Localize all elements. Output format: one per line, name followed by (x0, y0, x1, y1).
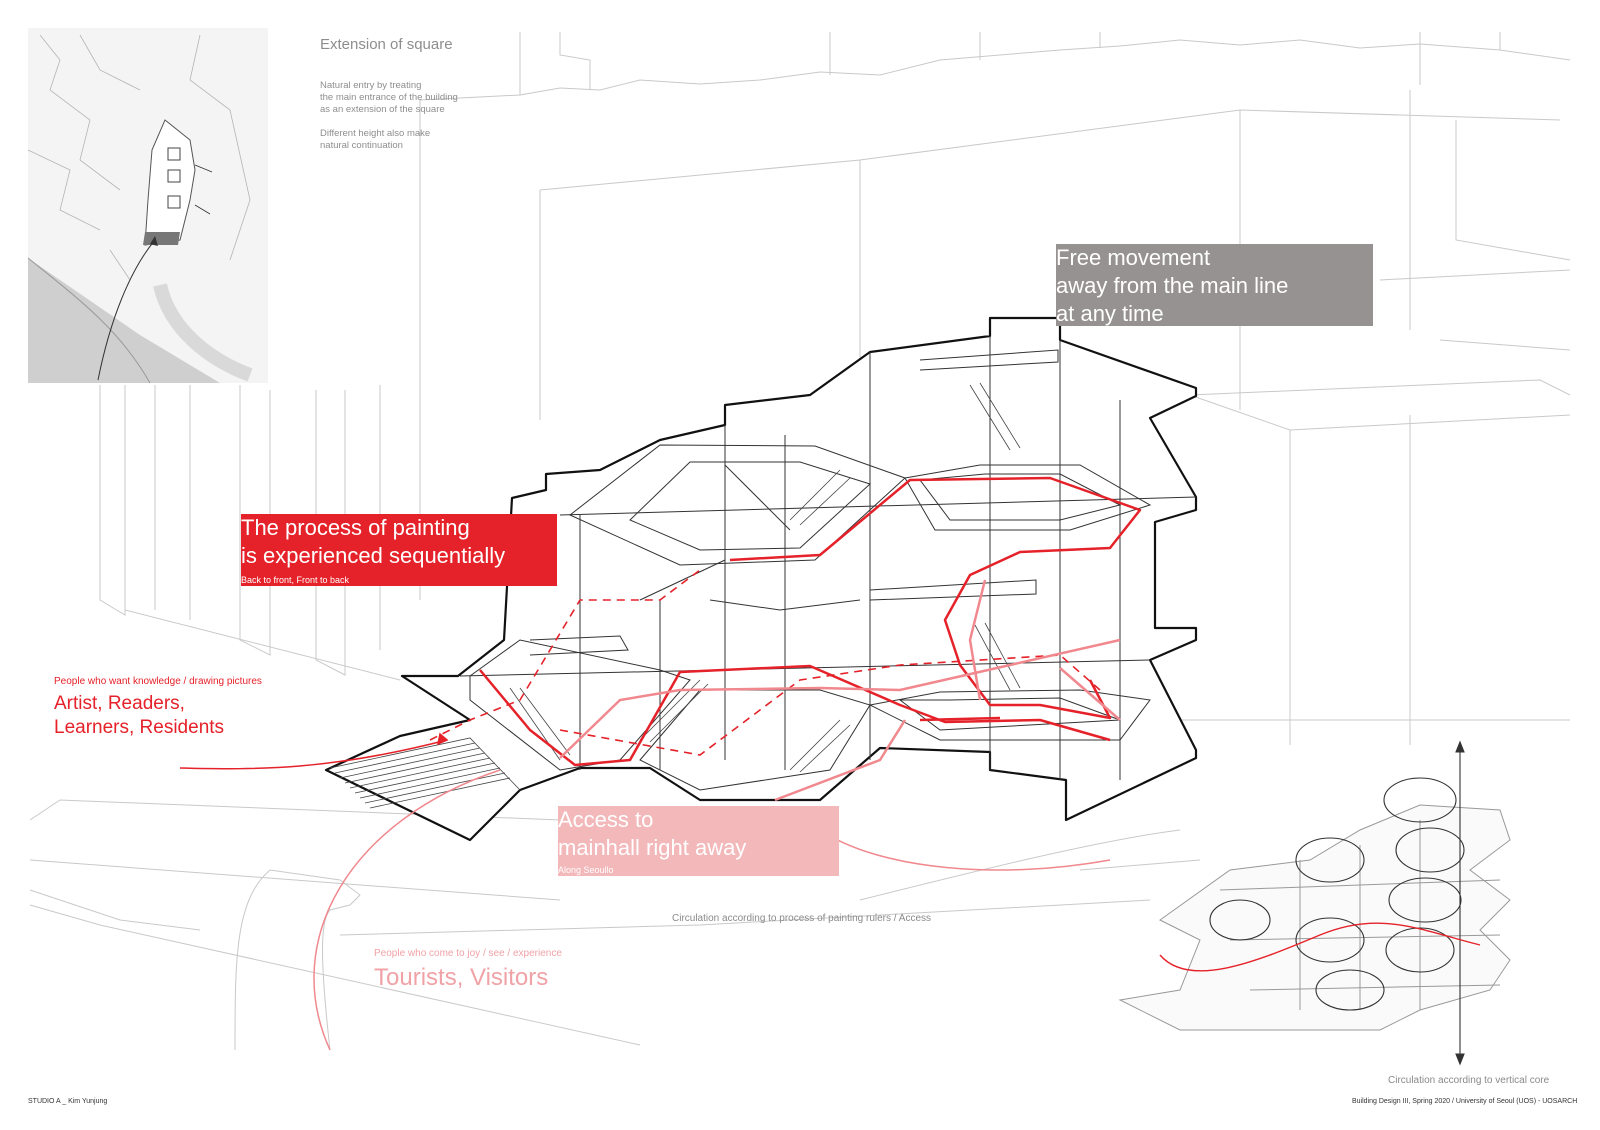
circulation-red-dashed (429, 569, 1101, 756)
painting-process-callout: The process of painting is experienced s… (241, 514, 557, 586)
arrows (179, 732, 449, 770)
site-plan-title: Extension of square (320, 36, 453, 53)
tourists-label: Tourists, Visitors (374, 964, 549, 991)
circulation-pink (559, 579, 1121, 802)
inset-caption: Circulation according to vertical core (1388, 1075, 1550, 1086)
circulation-red (479, 476, 1142, 767)
artists-subtitle: People who want knowledge / drawing pict… (54, 676, 262, 687)
site-plan-note-1: Natural entry by treating the main entra… (320, 80, 458, 115)
mainhall-access-callout: Access to mainhall right away Along Seou… (558, 806, 839, 876)
vertical-core-red-path (1159, 922, 1481, 972)
site-plan-inset (27, 28, 268, 384)
context-buildings (29, 32, 1571, 1051)
vertical-core-spirals (1209, 740, 1465, 1066)
main-caption: Circulation according to process of pain… (672, 913, 932, 924)
footer-left: STUDIO A _ Kim Yunjung (28, 1098, 108, 1105)
building-frame (324, 316, 1198, 842)
footer-right: Building Design III, Spring 2020 / Unive… (1352, 1098, 1578, 1105)
site-plan-note-2: Different height also make natural conti… (320, 128, 431, 151)
tourists-subtitle: People who come to joy / see / experienc… (374, 948, 562, 959)
free-movement-callout: Free movement away from the main line at… (1056, 244, 1373, 326)
building-interior (329, 336, 1197, 809)
artists-label: Artist, Readers, Learners, Residents (54, 693, 225, 738)
vertical-core-inset (1118, 804, 1511, 1031)
arrows-pink (313, 769, 1111, 1051)
